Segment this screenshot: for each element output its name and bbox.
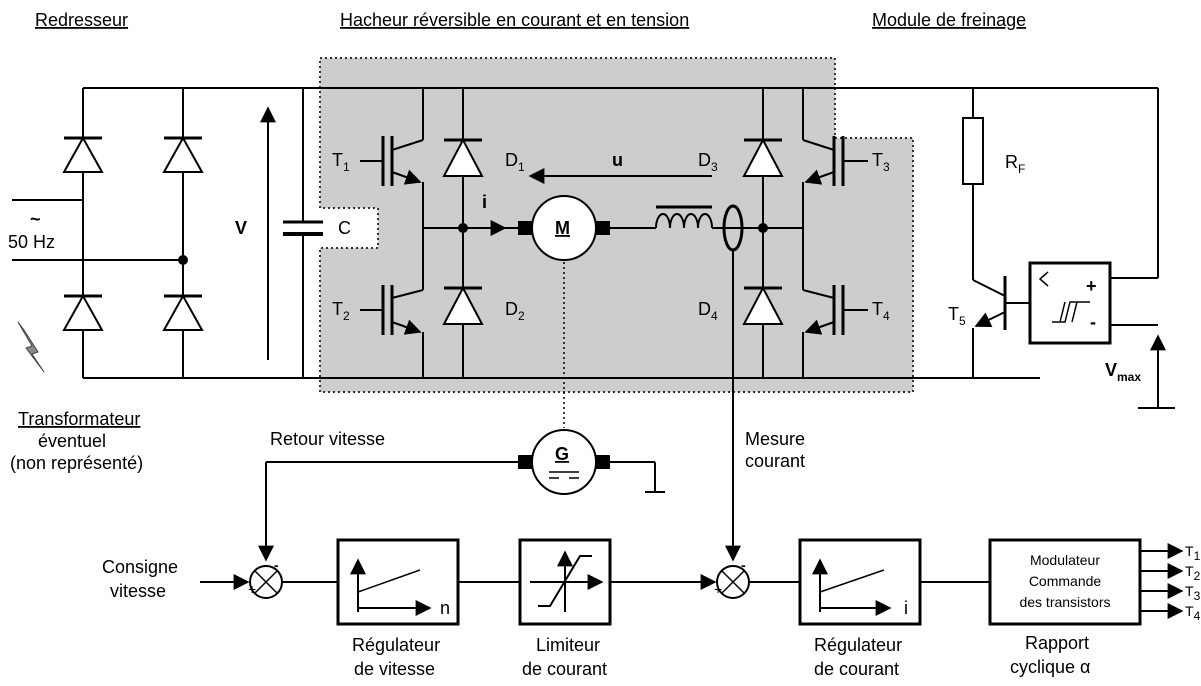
svg-text:D4: D4: [698, 299, 718, 323]
summing-junction-current: - +: [714, 557, 750, 599]
svg-text:T3: T3: [1185, 583, 1201, 603]
svg-text:D3: D3: [698, 150, 718, 174]
transformer-line3: (non représenté): [10, 453, 143, 473]
svg-text:n: n: [440, 598, 450, 618]
diode-D2: D2: [442, 285, 525, 325]
transformer-line2: éventuel: [38, 431, 106, 451]
svg-text:-: -: [741, 557, 746, 573]
transistor-T2: T2: [332, 285, 424, 335]
svg-text:+: +: [248, 581, 256, 597]
svg-text:+: +: [1086, 276, 1097, 296]
current-feedback-label-1: Mesure: [745, 429, 805, 449]
resistor-RF: [962, 117, 984, 185]
current-label: i: [482, 192, 487, 212]
svg-text:Rapport: Rapport: [1025, 633, 1089, 653]
diode-D1: D1: [442, 137, 525, 177]
braking-module: RF T5 + - Vmax: [948, 88, 1175, 409]
motor: M: [518, 195, 610, 261]
diode-D4: D4: [698, 285, 784, 325]
header-rectifier: Redresseur: [35, 10, 128, 30]
transistor-T4: T4: [802, 285, 890, 335]
svg-text:-: -: [274, 557, 279, 573]
capacitor-label: C: [338, 218, 351, 238]
motor-label: M: [555, 218, 570, 238]
transistor-T1: T1: [332, 136, 424, 186]
generator: G: [258, 429, 665, 562]
generator-label: G: [555, 444, 569, 464]
svg-text:T2: T2: [1185, 563, 1201, 583]
svg-text:de courant: de courant: [522, 659, 607, 679]
right-leg: [758, 88, 804, 378]
svg-text:i: i: [904, 598, 908, 618]
transistor-outputs: T1 T2 T3 T4: [1140, 543, 1201, 623]
svg-text:cyclique α: cyclique α: [1010, 657, 1090, 677]
transformer-title: Transformateur: [18, 409, 140, 429]
svg-text:RF: RF: [1005, 152, 1025, 176]
bus-voltage-label: V: [235, 218, 247, 238]
svg-text:Régulateur: Régulateur: [814, 635, 902, 655]
inductor: [655, 213, 713, 229]
chopper-region: [319, 57, 914, 393]
svg-text:Commande: Commande: [1029, 573, 1102, 589]
summing-junction-speed: - +: [248, 557, 283, 599]
svg-text:+: +: [714, 581, 722, 597]
svg-text:T4: T4: [872, 299, 890, 323]
svg-text:Limiteur: Limiteur: [536, 635, 600, 655]
svg-text:T1: T1: [332, 150, 350, 174]
svg-text:D2: D2: [505, 299, 525, 323]
lightning-icon: [17, 321, 45, 373]
speed-regulator-block: n: [336, 538, 460, 626]
svg-text:D1: D1: [505, 150, 525, 174]
svg-text:T3: T3: [872, 150, 890, 174]
speed-feedback-label: Retour vitesse: [270, 429, 385, 449]
setpoint-label-1: Consigne: [102, 557, 178, 577]
capacitor: C: [283, 88, 351, 378]
svg-text:-: -: [1090, 312, 1096, 332]
current-regulator-block: i: [798, 538, 922, 626]
header-chopper: Hacheur réversible en courant et en tens…: [340, 10, 689, 30]
ac-source: ~ 50 Hz: [8, 199, 188, 265]
ac-frequency: 50 Hz: [8, 232, 55, 252]
rectifier-diodes: [62, 135, 204, 331]
transistor-T3: T3: [802, 136, 890, 186]
svg-text:T5: T5: [948, 304, 966, 328]
ac-tilde: ~: [30, 209, 41, 229]
svg-text:Vmax: Vmax: [1105, 360, 1141, 384]
svg-text:Régulateur: Régulateur: [352, 635, 440, 655]
svg-text:de vitesse: de vitesse: [354, 659, 435, 679]
header-braking: Module de freinage: [872, 10, 1026, 30]
setpoint-label-2: vitesse: [110, 581, 166, 601]
svg-text:Modulateur: Modulateur: [1030, 552, 1100, 568]
voltage-u-label: u: [612, 150, 623, 170]
modulator-block: Modulateur Commande des transistors: [988, 538, 1142, 626]
svg-text:de courant: de courant: [814, 659, 899, 679]
svg-text:T4: T4: [1185, 603, 1201, 623]
svg-text:T2: T2: [332, 299, 350, 323]
svg-text:des transistors: des transistors: [1019, 594, 1110, 610]
current-limiter-block: [518, 538, 612, 626]
svg-text:T1: T1: [1185, 543, 1201, 563]
current-feedback-label-2: courant: [745, 451, 805, 471]
diode-D3: D3: [698, 137, 784, 177]
